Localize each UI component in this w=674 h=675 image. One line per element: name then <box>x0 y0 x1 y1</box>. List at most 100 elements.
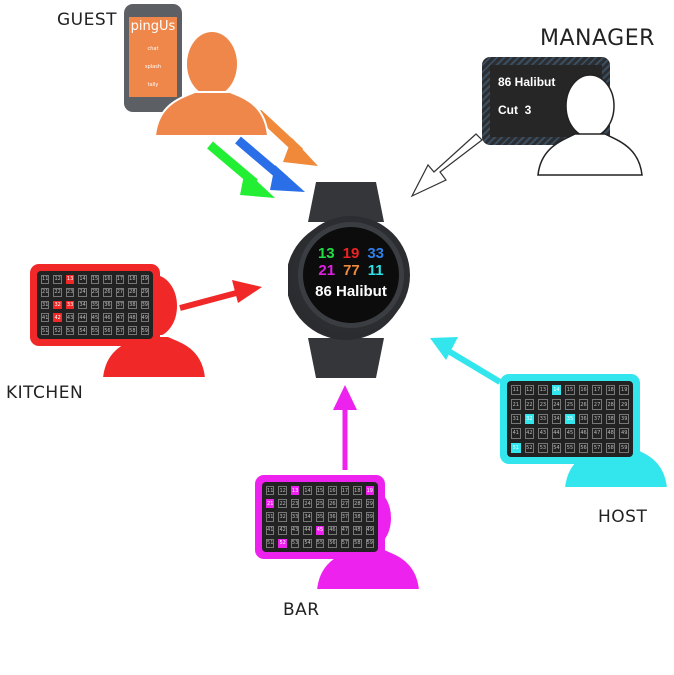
table-cell[interactable]: 53 <box>290 538 300 548</box>
table-cell[interactable]: 58 <box>128 326 137 335</box>
table-cell[interactable]: 32 <box>278 512 287 522</box>
table-cell[interactable]: 39 <box>365 512 374 522</box>
table-cell[interactable]: 15 <box>565 385 575 396</box>
table-cell[interactable]: 25 <box>565 399 575 410</box>
table-cell[interactable]: 11 <box>41 275 50 284</box>
table-cell[interactable]: 15 <box>90 275 100 284</box>
table-cell[interactable]: 38 <box>353 512 362 522</box>
table-cell[interactable]: 52 <box>278 538 287 548</box>
table-cell[interactable]: 13 <box>290 486 300 496</box>
table-cell[interactable]: 12 <box>53 275 62 284</box>
table-cell[interactable]: 16 <box>103 275 112 284</box>
table-cell[interactable]: 28 <box>353 499 362 509</box>
table-cell[interactable]: 24 <box>303 499 312 509</box>
table-cell[interactable]: 29 <box>140 287 149 297</box>
table-cell[interactable]: 39 <box>140 300 149 310</box>
table-cell[interactable]: 22 <box>53 287 62 297</box>
table-cell[interactable]: 46 <box>578 428 589 439</box>
table-cell[interactable]: 57 <box>115 326 125 335</box>
table-cell[interactable]: 58 <box>605 442 616 453</box>
table-cell[interactable]: 24 <box>551 399 562 410</box>
table-cell[interactable]: 28 <box>605 399 616 410</box>
table-cell[interactable]: 44 <box>78 313 87 323</box>
table-cell[interactable]: 19 <box>619 385 629 396</box>
table-cell[interactable]: 13 <box>538 385 548 396</box>
table-cell[interactable]: 27 <box>115 287 125 297</box>
table-cell[interactable]: 54 <box>303 538 312 548</box>
table-cell[interactable]: 35 <box>315 512 325 522</box>
table-cell[interactable]: 23 <box>538 399 548 410</box>
table-cell[interactable]: 42 <box>278 525 287 535</box>
table-cell[interactable]: 59 <box>365 538 374 548</box>
table-cell[interactable]: 46 <box>328 525 337 535</box>
table-cell[interactable]: 41 <box>511 428 521 439</box>
table-cell[interactable]: 23 <box>290 499 300 509</box>
table-cell[interactable]: 52 <box>53 326 62 335</box>
table-cell[interactable]: 11 <box>266 486 275 496</box>
table-cell[interactable]: 22 <box>278 499 287 509</box>
table-cell[interactable]: 55 <box>90 326 100 335</box>
table-cell[interactable]: 49 <box>365 525 374 535</box>
table-cell[interactable]: 29 <box>365 499 374 509</box>
table-cell[interactable]: 26 <box>103 287 112 297</box>
table-cell[interactable]: 15 <box>315 486 325 496</box>
table-cell[interactable]: 21 <box>266 499 275 509</box>
table-cell[interactable]: 55 <box>565 442 575 453</box>
table-cell[interactable]: 56 <box>578 442 589 453</box>
table-cell[interactable]: 37 <box>115 300 125 310</box>
table-cell[interactable]: 22 <box>524 399 535 410</box>
table-cell[interactable]: 42 <box>524 428 535 439</box>
table-cell[interactable]: 26 <box>578 399 589 410</box>
table-cell[interactable]: 53 <box>538 442 548 453</box>
table-cell[interactable]: 45 <box>565 428 575 439</box>
table-cell[interactable]: 19 <box>365 486 374 496</box>
table-cell[interactable]: 31 <box>511 413 521 425</box>
table-cell[interactable]: 54 <box>78 326 87 335</box>
table-cell[interactable]: 32 <box>53 300 62 310</box>
table-cell[interactable]: 16 <box>578 385 589 396</box>
table-cell[interactable]: 43 <box>538 428 548 439</box>
table-cell[interactable]: 39 <box>619 413 629 425</box>
table-cell[interactable]: 17 <box>115 275 125 284</box>
table-cell[interactable]: 35 <box>565 413 575 425</box>
table-cell[interactable]: 11 <box>511 385 521 396</box>
table-cell[interactable]: 19 <box>140 275 149 284</box>
table-cell[interactable]: 14 <box>78 275 87 284</box>
table-cell[interactable]: 48 <box>353 525 362 535</box>
table-cell[interactable]: 49 <box>140 313 149 323</box>
table-cell[interactable]: 47 <box>592 428 602 439</box>
table-cell[interactable]: 52 <box>524 442 535 453</box>
table-cell[interactable]: 13 <box>65 275 75 284</box>
table-cell[interactable]: 51 <box>266 538 275 548</box>
table-cell[interactable]: 53 <box>65 326 75 335</box>
table-cell[interactable]: 36 <box>578 413 589 425</box>
table-cell[interactable]: 12 <box>524 385 535 396</box>
table-cell[interactable]: 45 <box>315 525 325 535</box>
table-cell[interactable]: 27 <box>340 499 350 509</box>
table-cell[interactable]: 47 <box>115 313 125 323</box>
table-cell[interactable]: 51 <box>511 442 521 453</box>
table-cell[interactable]: 47 <box>340 525 350 535</box>
table-cell[interactable]: 24 <box>78 287 87 297</box>
table-cell[interactable]: 31 <box>41 300 50 310</box>
table-cell[interactable]: 38 <box>605 413 616 425</box>
table-cell[interactable]: 23 <box>65 287 75 297</box>
table-cell[interactable]: 41 <box>41 313 50 323</box>
table-cell[interactable]: 37 <box>592 413 602 425</box>
table-cell[interactable]: 33 <box>290 512 300 522</box>
table-cell[interactable]: 18 <box>128 275 137 284</box>
table-cell[interactable]: 36 <box>328 512 337 522</box>
table-cell[interactable]: 36 <box>103 300 112 310</box>
table-cell[interactable]: 32 <box>524 413 535 425</box>
table-cell[interactable]: 17 <box>340 486 350 496</box>
table-cell[interactable]: 14 <box>551 385 562 396</box>
table-cell[interactable]: 42 <box>53 313 62 323</box>
table-cell[interactable]: 21 <box>511 399 521 410</box>
table-cell[interactable]: 25 <box>90 287 100 297</box>
table-cell[interactable]: 38 <box>128 300 137 310</box>
table-cell[interactable]: 55 <box>315 538 325 548</box>
table-cell[interactable]: 37 <box>340 512 350 522</box>
table-cell[interactable]: 59 <box>140 326 149 335</box>
table-cell[interactable]: 44 <box>551 428 562 439</box>
table-cell[interactable]: 43 <box>290 525 300 535</box>
